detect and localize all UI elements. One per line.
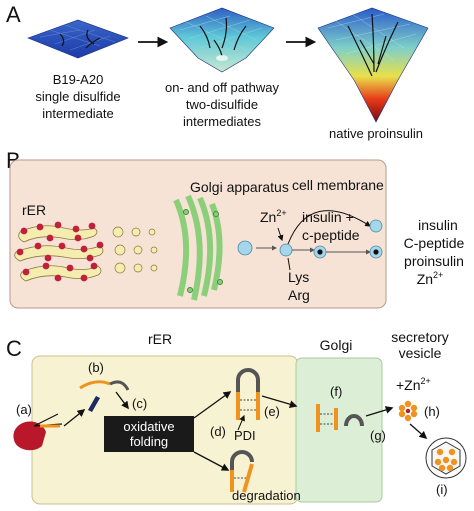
step-h-label: (h) [424, 404, 440, 419]
golgi-zone [295, 357, 383, 503]
folded-proinsulin-icon [236, 368, 260, 420]
arrow-to-misfolded [193, 451, 230, 471]
stage2-label-line3: intermediates [183, 114, 262, 129]
rer-zone-label: rER [148, 331, 172, 347]
step-g-label: (g) [370, 428, 386, 443]
zinc-label: Zn2+ [260, 208, 287, 225]
stage3-label: native proinsulin [329, 126, 423, 141]
folding-label: folding [130, 434, 168, 449]
panel-b: B rER Golgi apparatus [6, 148, 465, 309]
nascent-chain-gray [109, 380, 130, 391]
plus-zinc-label: +Zn2+ [396, 376, 431, 393]
c-peptide-label: c-peptide [302, 227, 360, 243]
signal-peptide-icon [88, 396, 100, 412]
arrow-to-folded [193, 391, 232, 419]
arrow-zinc-down [277, 227, 284, 242]
cleavage-branch [287, 257, 291, 271]
oxidative-folding-box [104, 416, 194, 452]
panel-c-letter: C [6, 336, 22, 361]
degradation-label: degradation [232, 488, 301, 503]
arrow-e-to-golgi [261, 395, 298, 408]
arrow-a-to-b [63, 409, 86, 427]
stage2-label-line1: on- and off pathway [165, 80, 279, 95]
secreted-proinsulin: proinsulin [404, 253, 464, 269]
oxidative-label: oxidative [123, 419, 174, 434]
cleaved-insulin-icon [316, 404, 364, 432]
step-f-label: (f) [330, 384, 342, 399]
golgi-zone-label: Golgi [320, 337, 353, 353]
rer-label: rER [22, 202, 46, 218]
energy-landscape-native [317, 7, 429, 123]
insulin-crystal-granule [425, 437, 467, 479]
membrane-vesicle [369, 219, 383, 233]
arrow-to-membrane [287, 210, 372, 245]
arrow-h-to-i [409, 423, 428, 440]
secreted-insulin: insulin [418, 217, 458, 233]
secretory-vesicle-label-line1: secretory [391, 329, 449, 345]
secretory-vesicle-label-line2: vesicle [399, 345, 442, 361]
insulin-plus-label: insulin + [302, 209, 354, 225]
panel-a-letter: A [6, 2, 21, 27]
energy-landscape-single-disulfide [27, 19, 129, 59]
step-e-label: (e) [264, 404, 280, 419]
pdi-label: PDI [234, 428, 256, 443]
stage1-label-line1: B19-A20 [53, 72, 104, 87]
arrow-g [365, 406, 394, 417]
step-i-label: (i) [436, 482, 448, 497]
stage2-label-line2: two-disulfide [186, 97, 258, 112]
rer-illustration [14, 221, 104, 282]
secreted-zinc: Zn2+ [417, 270, 444, 287]
stage1-label-line3: intermediate [42, 106, 114, 121]
golgi-apparatus-label: Golgi apparatus [190, 179, 289, 195]
cell-membrane-label: cell membrane [292, 177, 384, 193]
insulin-hexamer-icon [398, 400, 418, 422]
energy-landscape-two-disulfide [169, 7, 275, 73]
nascent-chain-orange [79, 380, 111, 390]
golgi-illustration [173, 194, 223, 301]
arrow-pdi [237, 414, 245, 431]
stage1-label-line2: single disulfide [35, 89, 120, 104]
step-c-label: (c) [132, 396, 147, 411]
arg-label: Arg [288, 287, 310, 303]
misfolded-proinsulin-icon [230, 450, 254, 493]
golgi-vesicle [237, 240, 253, 256]
secreted-c-peptide: C-peptide [404, 235, 465, 251]
lys-label: Lys [288, 269, 309, 285]
step-a-label: (a) [16, 402, 32, 417]
panel-a: A B19-A20 single disulfide intermediate … [6, 2, 429, 141]
arrow-b-to-c [115, 391, 129, 410]
step-b-label: (b) [88, 360, 104, 375]
panel-c: C rER Golgi secretory vesicle (a) (b) (c… [6, 329, 467, 505]
transport-vesicles [112, 226, 158, 274]
ribosome-icon [13, 413, 63, 451]
step-d-label: (d) [210, 424, 226, 439]
zinc-vesicle [279, 243, 293, 257]
